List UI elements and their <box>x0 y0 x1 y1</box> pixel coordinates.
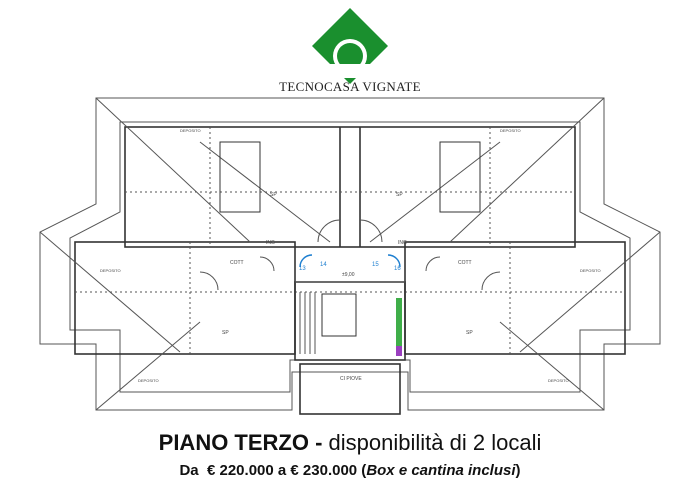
roof-outline-top <box>39 97 661 411</box>
price-range: Da € 220.000 a € 230.000 (Box e cantina … <box>0 460 700 482</box>
label-sp: SP <box>222 330 229 336</box>
room-number: 14 <box>320 262 327 268</box>
label-cott: COTT <box>230 260 244 266</box>
title-separator: - <box>308 430 329 455</box>
label-deposito: DEPOSITO <box>500 128 521 133</box>
label-level: ±9,00 <box>342 272 355 278</box>
balcony-strip <box>396 298 402 346</box>
label-deposito: DEPOSITO <box>580 268 601 273</box>
availability-text: disponibilità di 2 locali <box>328 430 542 455</box>
floor-title: PIANO TERZO - disponibilità di 2 locali <box>0 428 700 458</box>
label-deposito: DEPOSITO <box>180 128 201 133</box>
label-sp: SP <box>396 192 403 198</box>
floor-plan: DEPOSITO DEPOSITO DEPOSITO DEPOSITO DEPO… <box>39 97 661 415</box>
brand-name: TECNOCASA VIGNATE <box>279 79 421 94</box>
price-note: Box e cantina inclusi <box>366 462 516 479</box>
room-number: 13 <box>299 266 306 272</box>
floor-name: PIANO TERZO <box>158 430 309 455</box>
label-sp: SP <box>466 330 473 336</box>
label-deposito: DEPOSITO <box>548 378 569 383</box>
label-deposito: DEPOSITO <box>100 268 121 273</box>
tecnocasa-logo <box>312 8 388 84</box>
label-sp: SP <box>270 192 277 198</box>
label-deposito: DEPOSITO <box>138 378 159 383</box>
price-to: € 230.000 <box>290 462 358 479</box>
room-number: 15 <box>372 262 379 268</box>
label-cott: COTT <box>458 260 472 266</box>
price-prefix: Da <box>179 462 207 479</box>
note-open: ( <box>357 462 367 479</box>
room-number: 16 <box>394 266 401 272</box>
price-mid: a <box>273 462 291 479</box>
price-from: € 220.000 <box>206 462 274 479</box>
label-ing: ING <box>266 240 275 246</box>
note-close: ) <box>515 462 521 479</box>
label-ing: ING <box>398 240 407 246</box>
label-ci-piove: CI PIOVE <box>340 376 362 382</box>
logo-inner-circle <box>337 43 363 69</box>
